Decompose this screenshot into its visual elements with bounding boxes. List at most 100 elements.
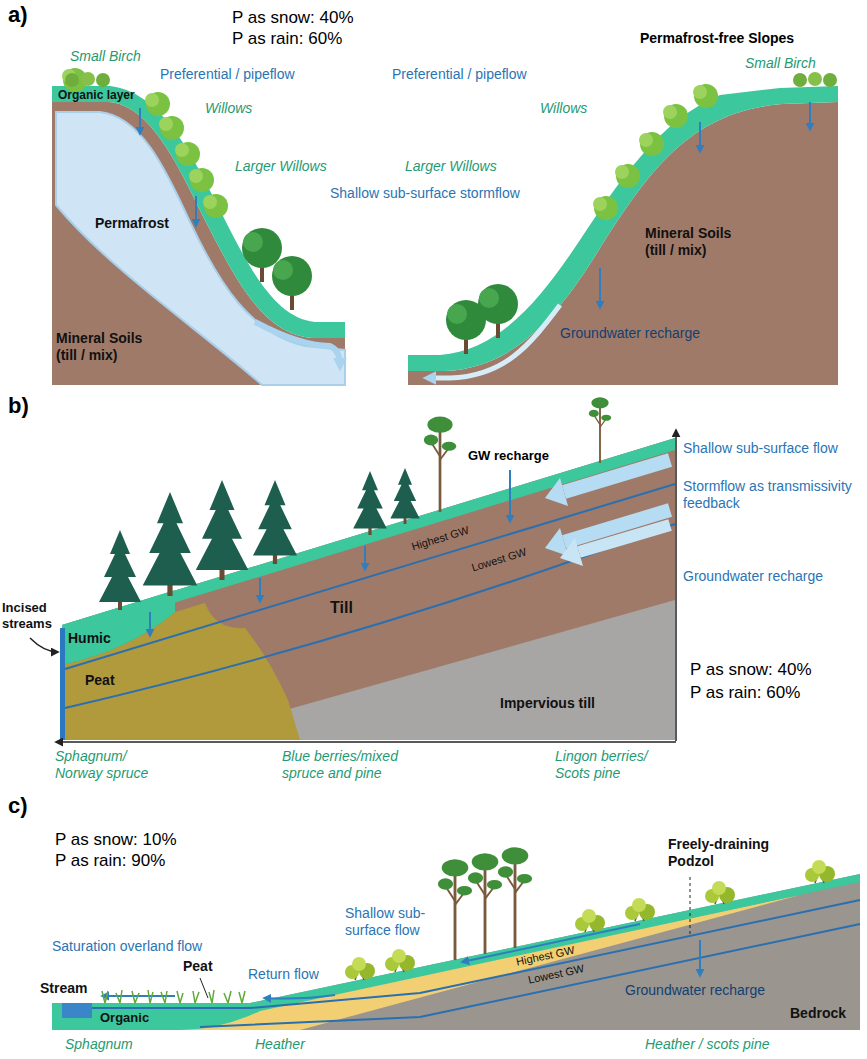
precipitation-note: P as rain: 90% (55, 851, 165, 871)
panel-b-slope (30, 430, 676, 742)
flow-arrow (509, 470, 511, 522)
terrain-shape (102, 990, 245, 1003)
plant-symbol (189, 168, 214, 192)
plant-symbol (805, 860, 835, 883)
plant-symbol (196, 480, 249, 580)
precipitation-note: P as rain: 60% (232, 29, 342, 49)
plant-symbol (159, 116, 184, 140)
terrain-shape (545, 528, 568, 556)
plant-symbol (693, 84, 718, 108)
flow-arrow (809, 102, 811, 130)
vegetation-label: Sphagnum (65, 1036, 133, 1053)
plant-symbol (253, 480, 297, 564)
flow-arrow (259, 578, 261, 602)
soil-label: Permafrost (95, 215, 169, 232)
soil-label: Organic layer (58, 88, 135, 102)
panel-a-vegetation (65, 72, 312, 310)
plant-symbol (589, 397, 611, 463)
terrain-shape (65, 73, 79, 87)
plant-symbol (203, 194, 228, 218)
flow-label: Groundwater recharge (560, 325, 700, 342)
terrain-shape (62, 1003, 92, 1018)
soil-label: Humic (68, 630, 111, 647)
flow-label: Preferential / pipeflow (392, 66, 527, 83)
flow-arrow (139, 108, 141, 134)
flow-label: Preferential / pipeflow (160, 66, 295, 83)
flow-arrow (675, 430, 677, 741)
flow-label: Shallow sub-surface flow (345, 905, 445, 939)
precipitation-note: P as snow: 10% (55, 830, 177, 850)
soil-label: Mineral Soils (till / mix) (645, 225, 755, 259)
soil-label: Mineral Soils (till / mix) (56, 330, 166, 364)
terrain-shape (62, 438, 675, 740)
terrain-shape (92, 900, 860, 1008)
flow-arrow (699, 122, 701, 152)
flow-arrow (579, 525, 670, 552)
flow-arrow (364, 546, 366, 570)
flow-label: Shallow sub-surface stormflow (330, 185, 520, 202)
plant-symbol (438, 859, 472, 960)
precipitation-note: P as snow: 40% (232, 8, 354, 28)
vegetation-label: Lingon berries/ Scots pine (555, 748, 673, 782)
terrain-shape (60, 628, 65, 740)
vegetation-label: Larger Willows (405, 158, 497, 175)
plant-symbol (424, 417, 456, 512)
flow-label: Shallow sub-surface flow (683, 440, 838, 457)
plant-symbol (615, 164, 640, 188)
terrain-shape (408, 86, 838, 371)
plant-symbol (639, 132, 664, 156)
plant-symbol (468, 853, 502, 954)
plant-symbol (593, 196, 618, 220)
plant-symbol (705, 881, 735, 904)
panel-a-right-vegetation (446, 72, 837, 354)
vegetation-label: Sphagnum/ Norway spruce (55, 748, 160, 782)
plant-symbol (625, 898, 655, 921)
plant-symbol (478, 284, 518, 338)
flow-label: Groundwater recharge (683, 568, 823, 585)
plant-symbol (143, 492, 198, 596)
vegetation-label: Heather (255, 1036, 305, 1053)
vegetation-label: Larger Willows (235, 158, 327, 175)
plant-symbol (345, 957, 375, 980)
precipitation-note: P as snow: 40% (690, 660, 812, 680)
terrain-shape (545, 478, 568, 506)
flow-arrow (699, 940, 701, 976)
panel-a-right-slope (408, 86, 838, 385)
heading-label: Permafrost-free Slopes (640, 30, 794, 47)
flow-arrow (56, 741, 676, 743)
terrain-shape (808, 72, 822, 86)
terrain-shape (264, 995, 335, 999)
soil-label: Impervious till (500, 695, 595, 712)
panel-a-left-slope (52, 68, 345, 385)
soil-label: Bedrock (790, 1005, 846, 1022)
terrain-shape (81, 72, 95, 86)
terrain-shape (255, 322, 340, 366)
panel-letter: b) (8, 393, 29, 419)
flow-arrow (149, 612, 151, 636)
vegetation-label: Heather / scots pine (645, 1036, 770, 1053)
vegetation-label: Willows (540, 100, 587, 117)
flow-arrow (690, 877, 691, 935)
soil-label: Stream (40, 980, 87, 997)
vegetation-label: Small Birch (70, 48, 141, 65)
plant-symbol (272, 256, 312, 310)
panel-c-vegetation (345, 847, 835, 980)
plant-symbol (498, 847, 532, 948)
vegetation-label: Willows (205, 100, 252, 117)
soil-label: Peat (85, 672, 115, 689)
soil-label: Freely-draining Podzol (668, 836, 786, 870)
plant-symbol (175, 142, 200, 166)
panel-b-trees (99, 397, 611, 610)
flow-arrow (200, 978, 208, 998)
flow-label: Return flow (248, 966, 319, 983)
panel-letter: c) (8, 793, 28, 819)
vegetation-label: Small Birch (745, 55, 816, 72)
flow-label: Stormflow as transmissivity feedback (683, 478, 858, 512)
plant-symbol (99, 530, 141, 610)
plant-symbol (353, 471, 387, 535)
precipitation-note: P as rain: 60% (690, 683, 800, 703)
terrain-shape (30, 638, 58, 652)
soil-label: Peat (183, 958, 213, 975)
terrain-shape (560, 538, 583, 566)
terrain-shape (62, 438, 675, 637)
